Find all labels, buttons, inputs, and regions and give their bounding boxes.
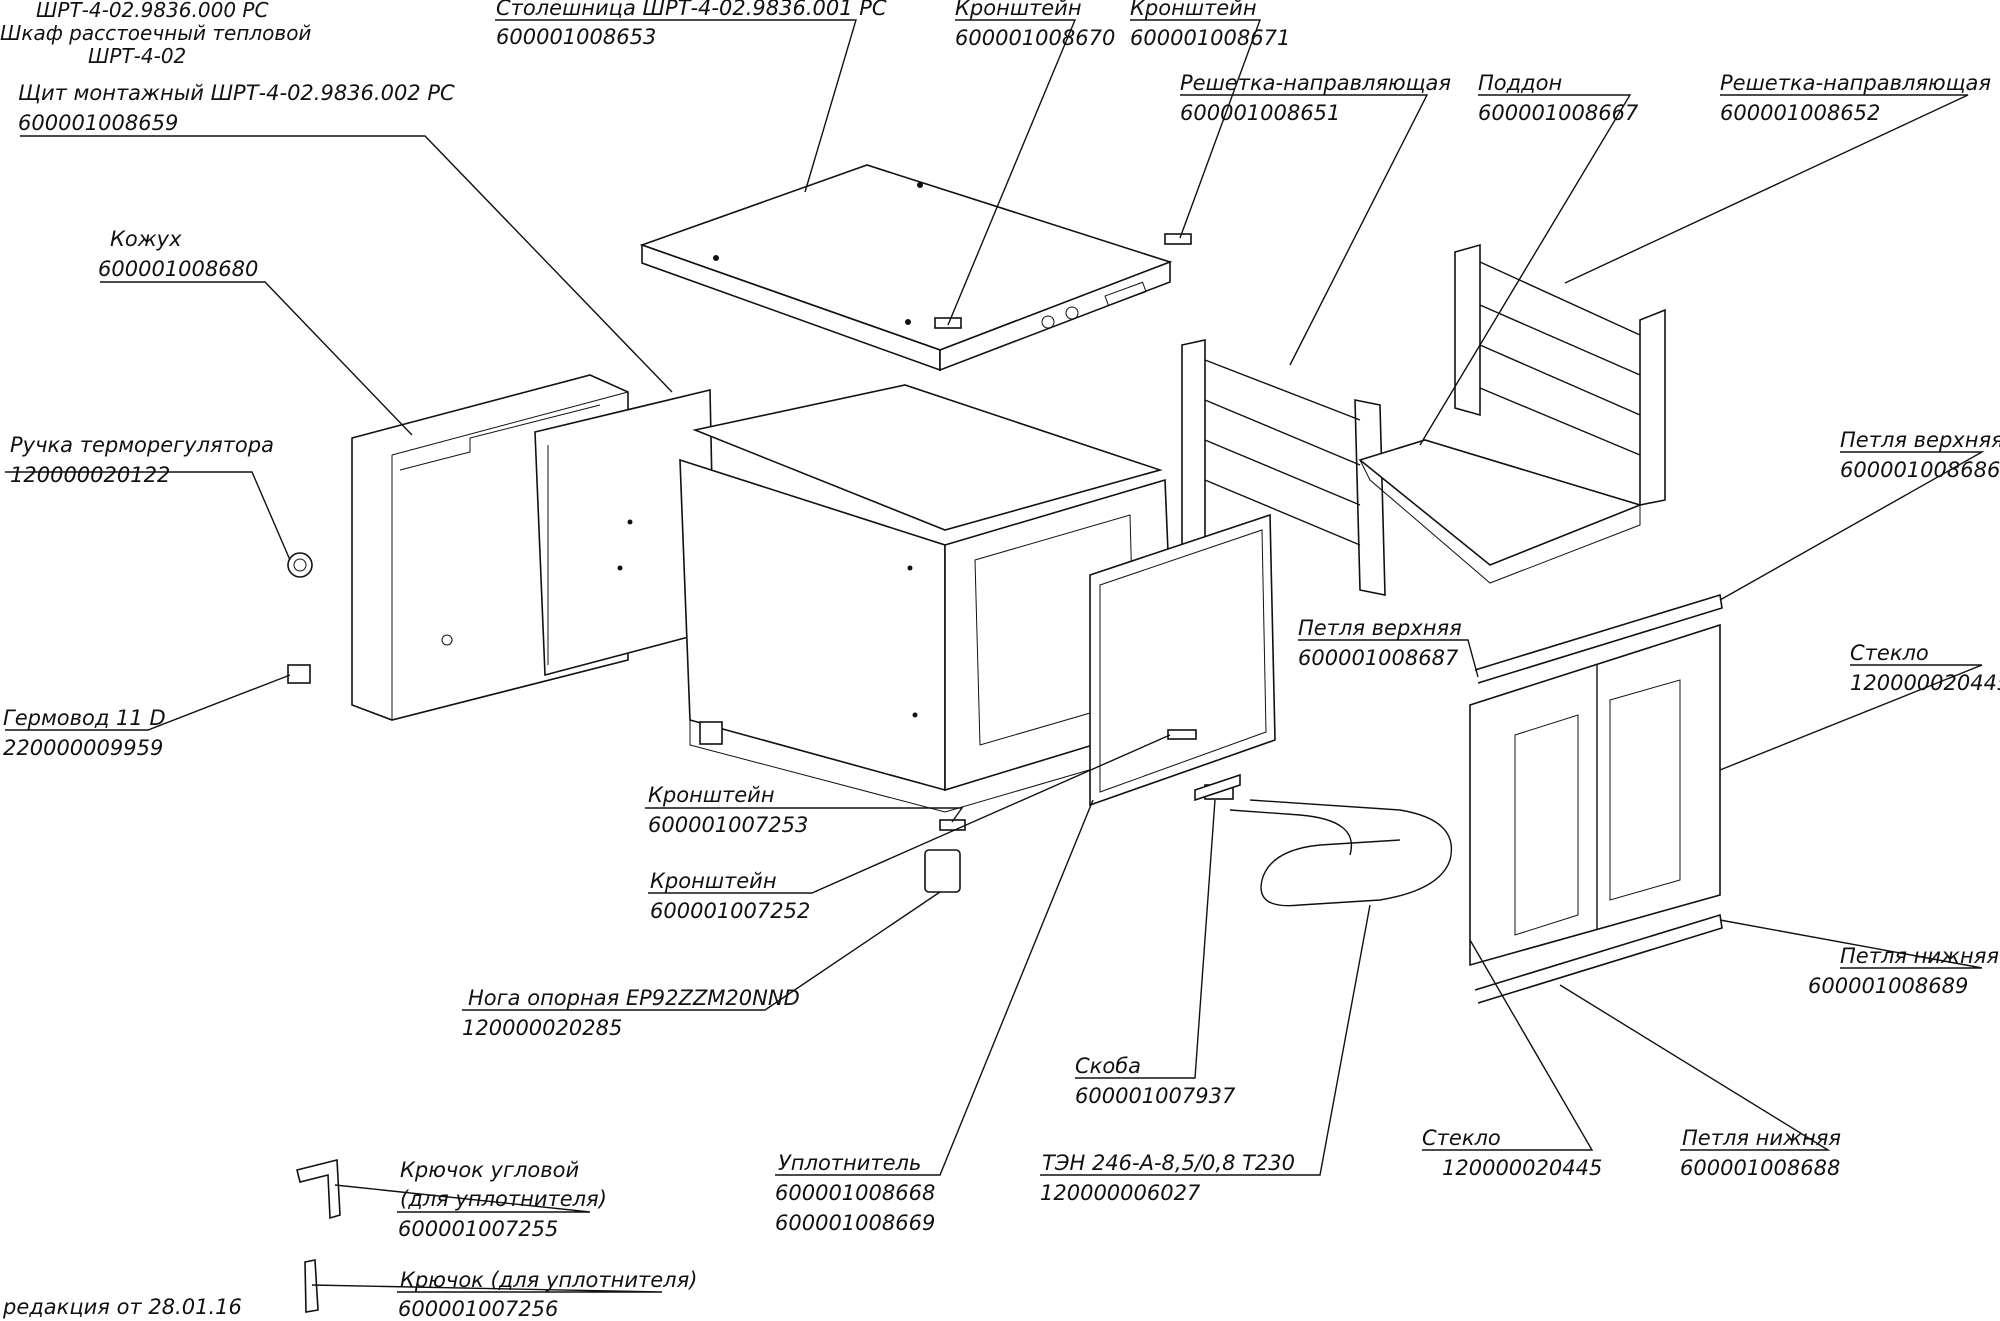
title-block: ШРТ-4-02.9836.000 РС Шкаф расстоечный те… — [0, 0, 311, 68]
tabletop-part — [639, 164, 1173, 372]
seal-code: 600001008668 — [775, 1181, 935, 1205]
hook-corner-name2: (для уплотнителя) — [400, 1187, 607, 1211]
seal-part — [1089, 513, 1276, 807]
panel-name: Щит монтажный ШРТ-4-02.9836.002 РС — [18, 81, 455, 105]
bracket-top1-name: Кронштейн — [955, 0, 1082, 20]
callout-bracket-bot1: Кронштейн 600001007253 — [648, 783, 808, 837]
staple-part — [1194, 773, 1241, 802]
bracket-top2-name: Кронштейн — [1130, 0, 1257, 20]
bracket-top1-code: 600001008670 — [955, 26, 1115, 50]
callout-labels: Столешница ШРТ-4-02.9836.001 РС 60000100… — [3, 0, 2000, 1321]
header-line1: ШРТ-4-02.9836.000 РС — [36, 0, 268, 22]
tabletop-name: Столешница ШРТ-4-02.9836.001 РС — [496, 0, 887, 20]
gland-name: Гермовод 11 D — [3, 706, 166, 730]
callout-seal: Уплотнитель 600001008668 600001008669 — [775, 1151, 935, 1235]
callout-knob: Ручка терморегулятора 120000020122 — [10, 433, 274, 487]
hinge-top-right-code: 600001008686 — [1840, 458, 2000, 482]
glass-left-name: Стекло — [1422, 1126, 1501, 1150]
hook-corner-name: Крючок угловой — [400, 1158, 579, 1182]
bracket-bot1-name: Кронштейн — [648, 783, 775, 807]
callout-bracket-top1: Кронштейн 600001008670 — [955, 0, 1115, 50]
callout-bracket-top2: Кронштейн 600001008671 — [1130, 0, 1290, 50]
callout-glass-left: Стекло 120000020445 — [1422, 1126, 1602, 1180]
callout-hinge-top-left: Петля верхняя 600001008687 — [1298, 616, 1462, 670]
casing-name: Кожух — [110, 227, 182, 251]
rack1-code: 600001008651 — [1180, 101, 1340, 125]
bracket-bot2-name: Кронштейн — [650, 869, 777, 893]
callout-glass-right: Стекло 120000020445 — [1850, 641, 2000, 695]
rack2-name: Решетка-направляющая — [1720, 71, 1991, 95]
header-line3: ШРТ-4-02 — [88, 44, 186, 68]
casing-code: 600001008680 — [98, 257, 258, 281]
bracket-top2-code: 600001008671 — [1130, 26, 1290, 50]
leader-lines — [5, 19, 1985, 1293]
hook-corner-code: 600001007255 — [398, 1217, 558, 1241]
callout-heater: ТЭН 246-А-8,5/0,8 Т230 120000006027 — [1040, 1151, 1295, 1205]
mounting-panel-part — [534, 388, 716, 677]
bracket-bot1-code: 600001007253 — [648, 813, 808, 837]
foot-code: 120000020285 — [462, 1016, 622, 1040]
rack1-name: Решетка-направляющая — [1180, 71, 1451, 95]
heater-part — [1204, 784, 1452, 907]
header-line2: Шкаф расстоечный тепловой — [0, 21, 311, 45]
heater-code: 120000006027 — [1040, 1181, 1201, 1205]
tray-code: 600001008667 — [1478, 101, 1639, 125]
foot-name: Нога опорная EP92ZZM20NND — [468, 986, 800, 1010]
callout-casing: Кожух 600001008680 — [98, 227, 258, 281]
knob-code: 120000020122 — [10, 463, 170, 487]
door-glass-part — [1469, 593, 1723, 1004]
panel-code: 600001008659 — [18, 111, 178, 135]
callout-foot: Нога опорная EP92ZZM20NND 120000020285 — [462, 986, 800, 1040]
callout-tabletop: Столешница ШРТ-4-02.9836.001 РС 60000100… — [496, 0, 887, 49]
callout-bracket-bot2: Кронштейн 600001007252 — [650, 869, 810, 923]
staple-name: Скоба — [1075, 1054, 1141, 1078]
staple-code: 600001007937 — [1075, 1084, 1236, 1108]
rack2-part — [1454, 243, 1666, 506]
gland-code: 220000009959 — [3, 736, 163, 760]
tray-part — [1358, 439, 1643, 584]
callout-tray: Поддон 600001008667 — [1478, 71, 1639, 125]
callout-gland: Гермовод 11 D 220000009959 — [3, 706, 166, 760]
hooks-part — [296, 1158, 341, 1313]
bracket-bot2-code: 600001007252 — [650, 899, 810, 923]
callout-panel: Щит монтажный ШРТ-4-02.9836.002 РС 60000… — [18, 81, 455, 135]
hinge-bot-left-name: Петля нижняя — [1682, 1126, 1841, 1150]
callout-hinge-bot-right: Петля нижняя 600001008689 — [1808, 944, 1999, 998]
glass-right-code: 120000020445 — [1850, 671, 2000, 695]
small-parts — [287, 233, 1197, 893]
glass-right-name: Стекло — [1850, 641, 1929, 665]
hinge-top-right-name: Петля верхняя — [1840, 428, 2000, 452]
hook-code: 600001007256 — [398, 1297, 558, 1321]
callout-hinge-top-right: Петля верхняя 600001008686 — [1840, 428, 2000, 482]
hook-name: Крючок (для уплотнителя) — [400, 1268, 697, 1292]
hinge-top-left-name: Петля верхняя — [1298, 616, 1462, 640]
callout-rack2: Решетка-направляющая 600001008652 — [1720, 71, 1991, 125]
glass-left-code: 120000020445 — [1442, 1156, 1602, 1180]
rack2-code: 600001008652 — [1720, 101, 1880, 125]
tray-name: Поддон — [1478, 71, 1562, 95]
callout-staple: Скоба 600001007937 — [1075, 1054, 1236, 1108]
seal-name: Уплотнитель — [778, 1151, 921, 1175]
callout-hinge-bot-left: Петля нижняя 600001008688 — [1680, 1126, 1841, 1180]
hinge-bot-right-code: 600001008689 — [1808, 974, 1968, 998]
seal-code2: 600001008669 — [775, 1211, 935, 1235]
hinge-bot-right-name: Петля нижняя — [1840, 944, 1999, 968]
callout-hook-corner: Крючок угловой (для уплотнителя) 6000010… — [398, 1158, 607, 1241]
knob-name: Ручка терморегулятора — [10, 433, 274, 457]
callout-hook: Крючок (для уплотнителя) 600001007256 — [398, 1268, 697, 1321]
callout-rack1: Решетка-направляющая 600001008651 — [1180, 71, 1451, 125]
tabletop-code: 600001008653 — [496, 25, 656, 49]
hinge-bot-left-code: 600001008688 — [1680, 1156, 1840, 1180]
hinge-top-left-code: 600001008687 — [1298, 646, 1459, 670]
heater-name: ТЭН 246-А-8,5/0,8 Т230 — [1042, 1151, 1295, 1175]
revision-note: редакция от 28.01.16 — [2, 1295, 242, 1319]
